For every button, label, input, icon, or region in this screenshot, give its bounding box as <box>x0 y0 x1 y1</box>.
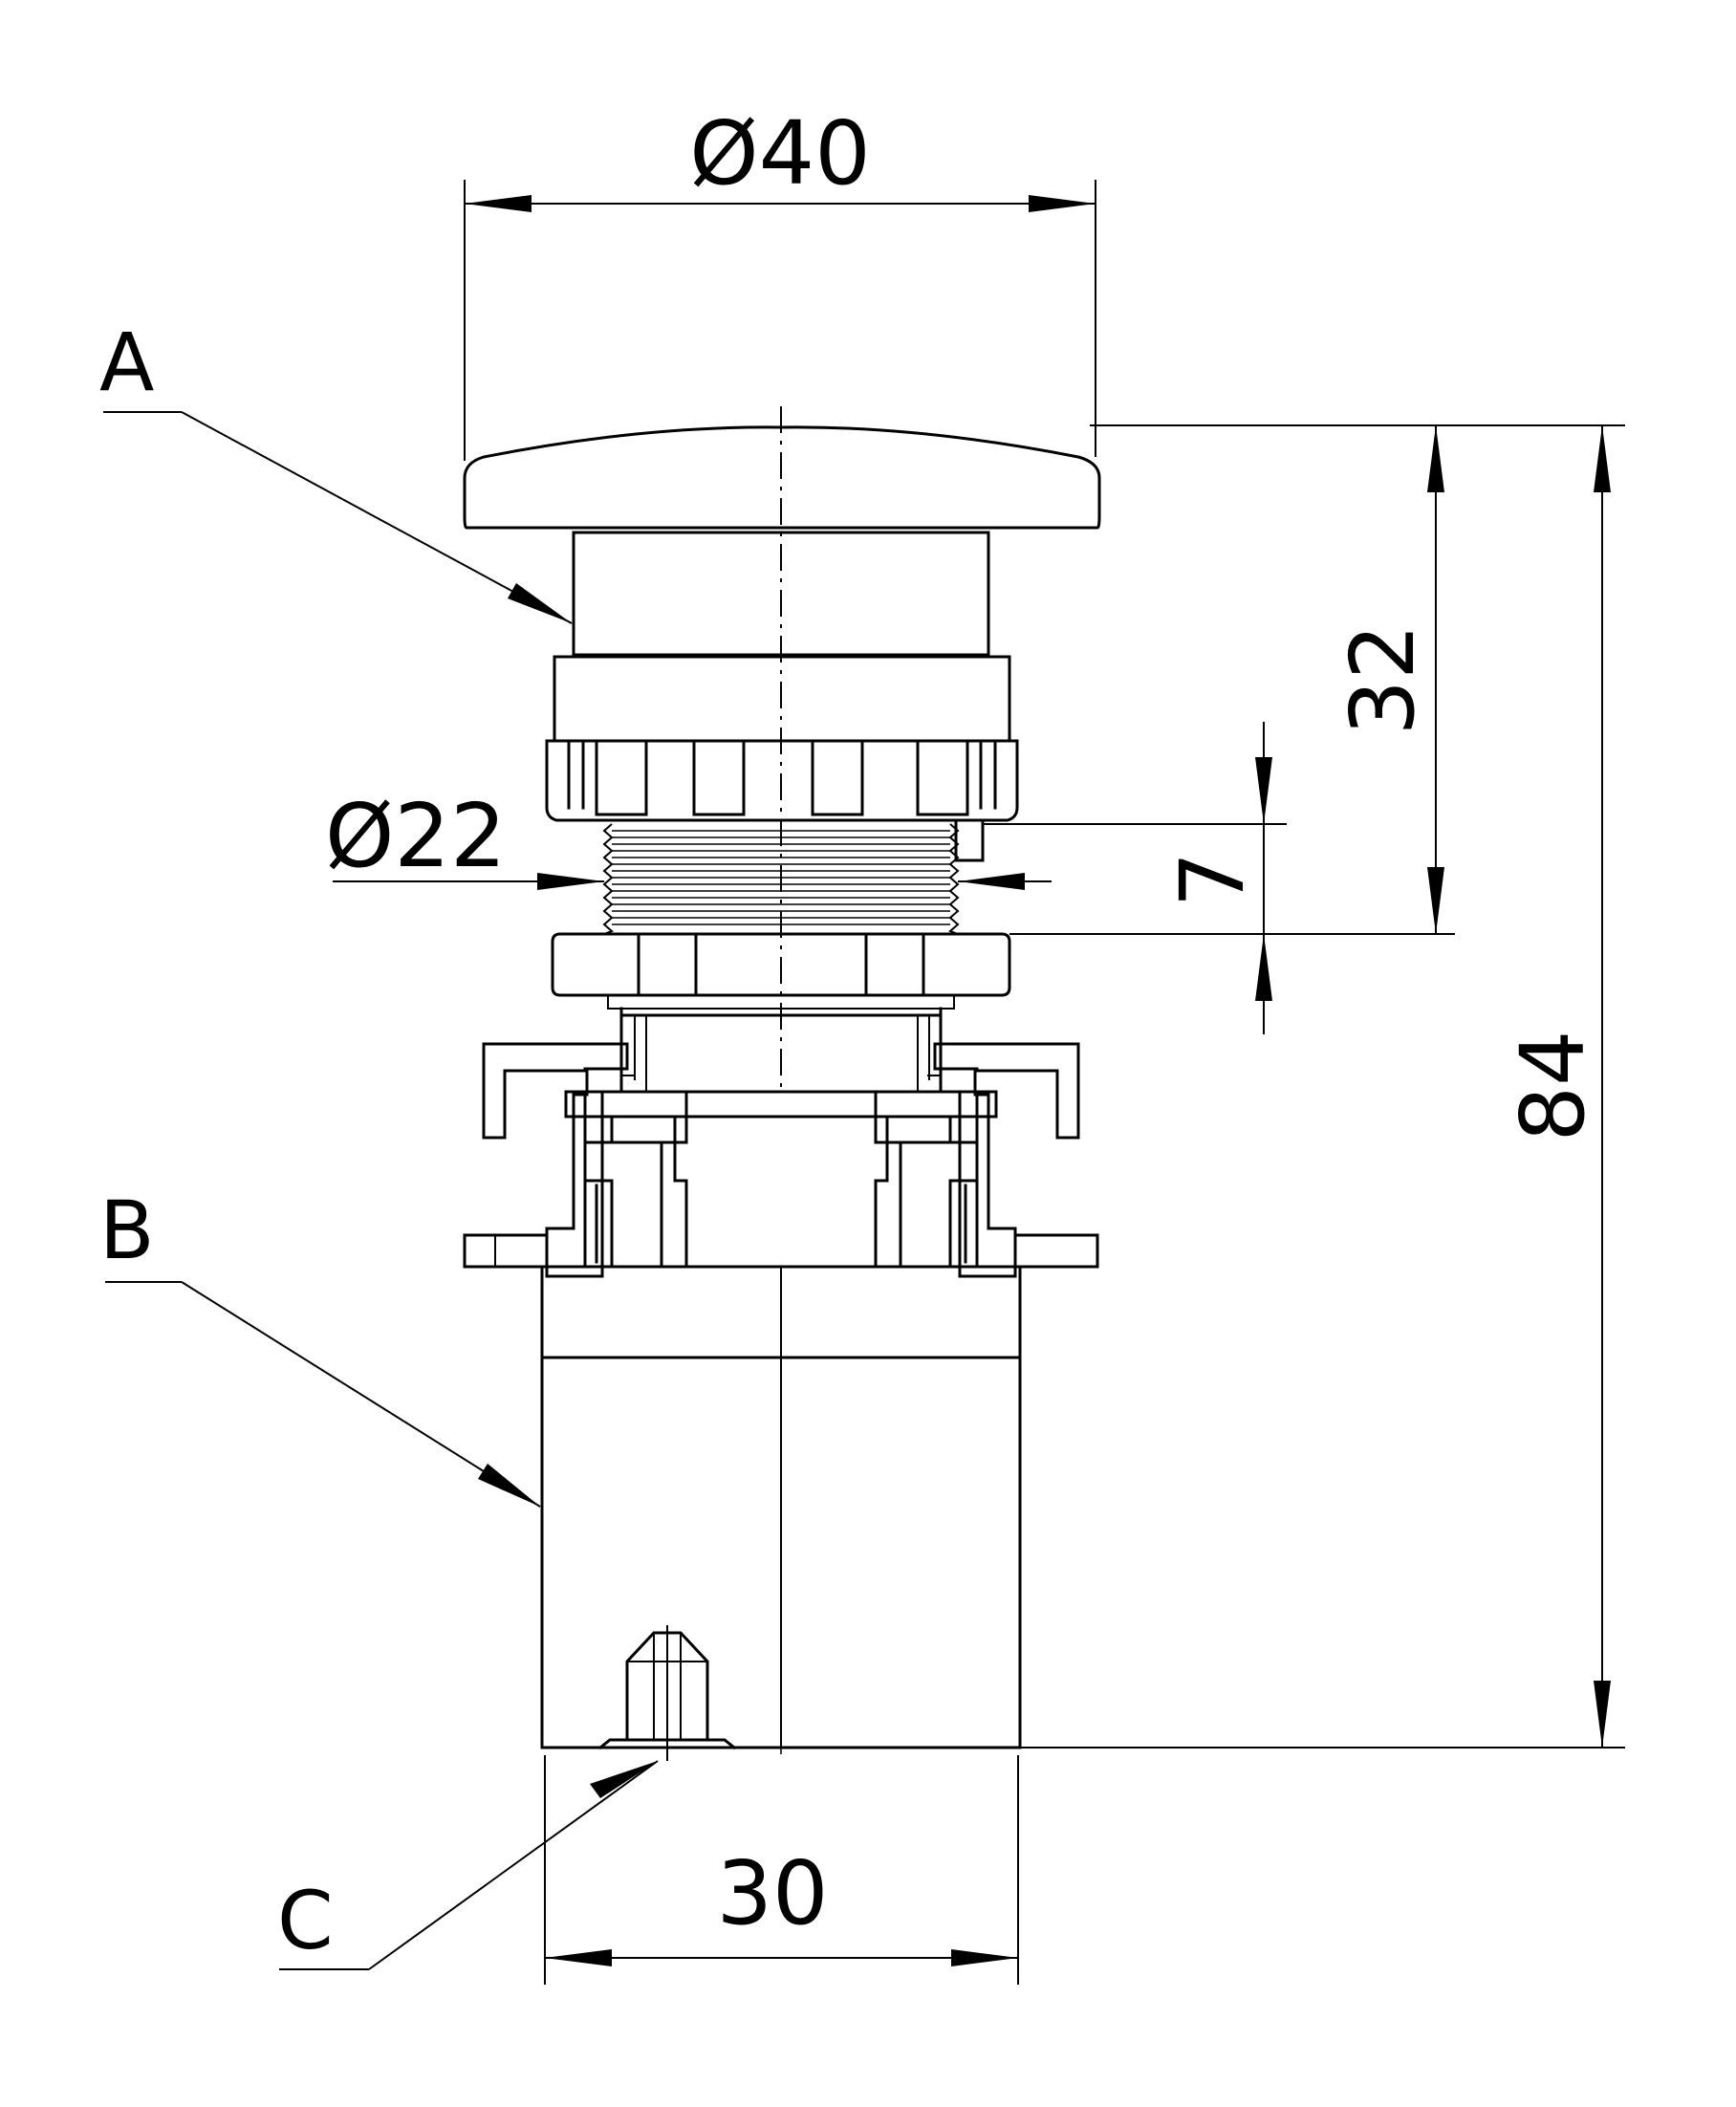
dim-thread-diameter-label: Ø22 <box>325 785 506 887</box>
callout-b-label: B <box>99 1184 155 1277</box>
callout-c: C <box>277 1760 659 1970</box>
callout-a: A <box>99 315 573 624</box>
dim-thread-diameter: Ø22 <box>325 785 1052 890</box>
neck <box>619 1007 943 1094</box>
mounting-adapter <box>463 1042 1099 1278</box>
hex-nut <box>551 932 1011 1010</box>
contact-block <box>540 1265 1022 1749</box>
dim-body-width-label: 30 <box>716 1842 828 1944</box>
dim-overall-height: 84 <box>1020 425 1625 1749</box>
dim-overall-height-label: 84 <box>1502 1030 1604 1141</box>
dim-thread-length-label: 7 <box>1161 852 1264 908</box>
dim-head-height: 32 <box>1009 424 1625 935</box>
dim-head-diameter-label: Ø40 <box>689 102 870 205</box>
dim-head-diameter: Ø40 <box>464 102 1096 461</box>
mushroom-head <box>463 425 1101 657</box>
collar-ring <box>545 655 1019 822</box>
callout-a-label: A <box>99 315 154 409</box>
dim-body-width: 30 <box>544 1755 1019 1985</box>
callout-b: B <box>99 1184 541 1508</box>
dim-thread-length: 7 <box>983 722 1287 1034</box>
threaded-shaft <box>602 818 985 935</box>
terminal-pin <box>597 1625 737 1761</box>
callout-c-label: C <box>277 1874 334 1967</box>
dim-head-height-label: 32 <box>1332 623 1434 735</box>
